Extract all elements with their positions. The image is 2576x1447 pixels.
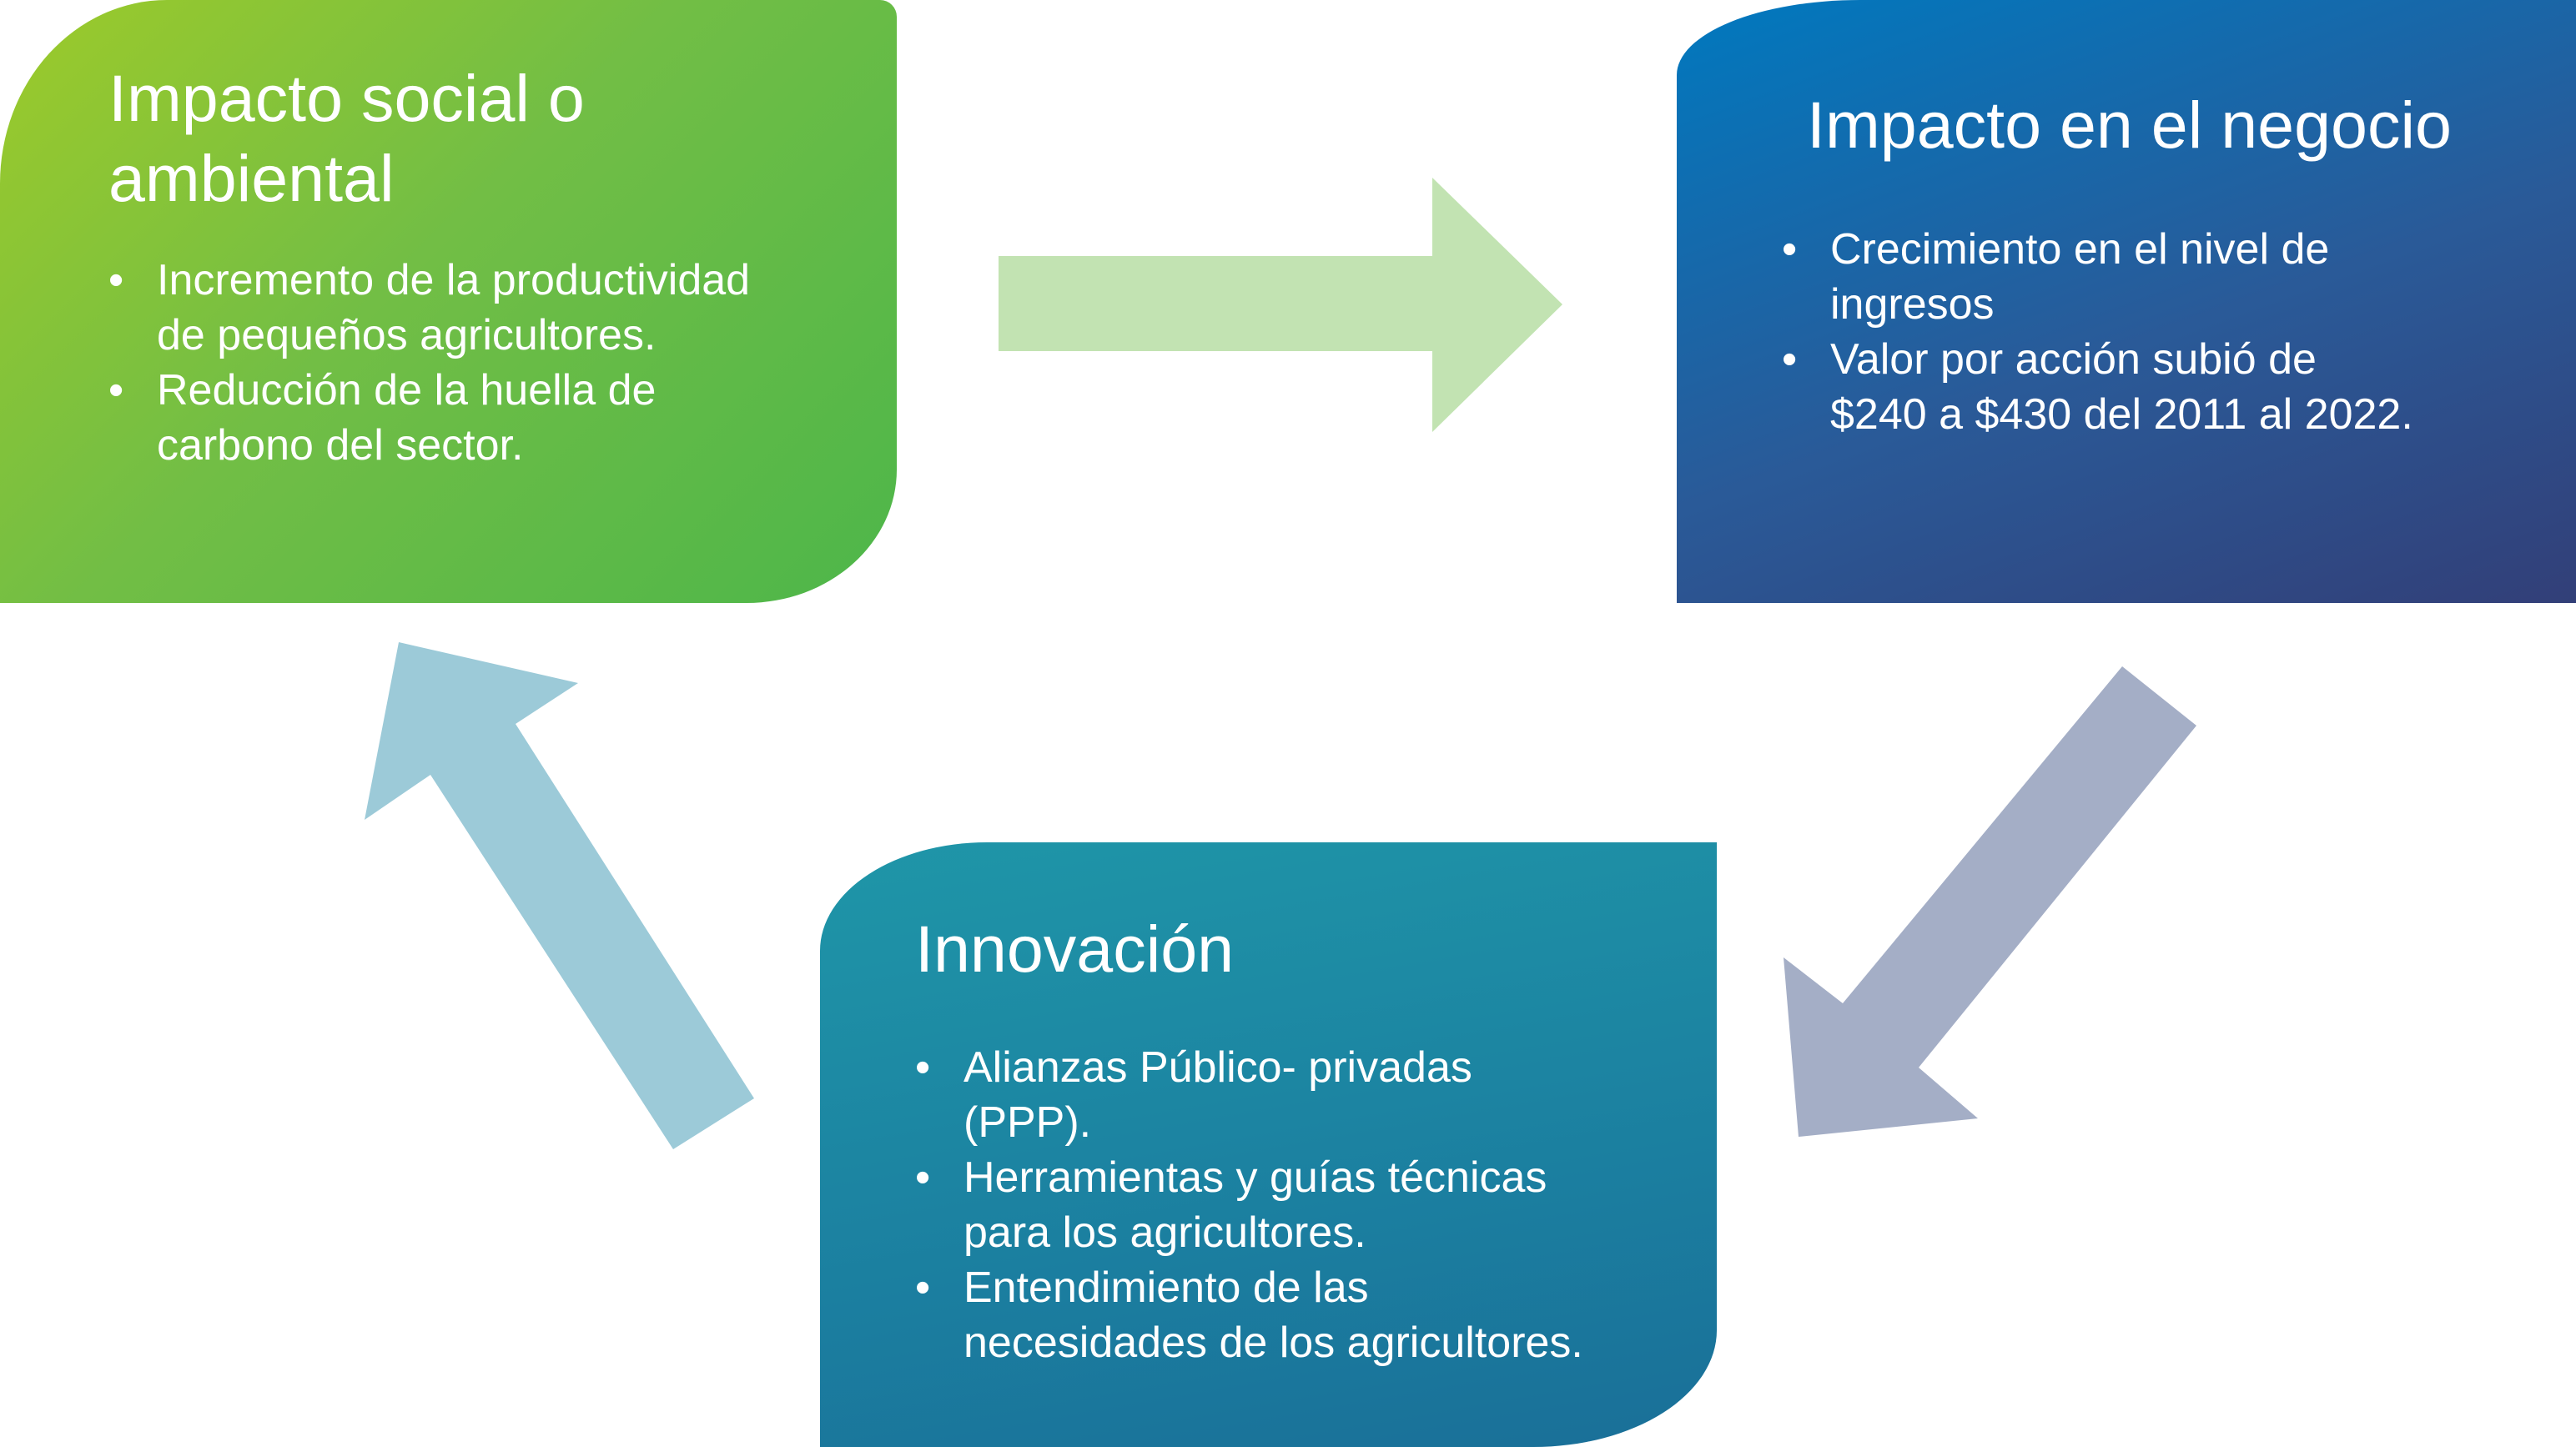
bullet-item: Valor por acción subió de$240 a $430 del… xyxy=(1782,332,2413,442)
title-line: ambiental xyxy=(108,141,395,215)
innovation-title: Innovación xyxy=(915,912,1235,986)
arrow-up-left-icon xyxy=(365,642,754,1149)
social-impact-title: Impacto social o ambiental xyxy=(108,58,585,219)
social-environmental-impact-box: Impacto social o ambiental Incremento de… xyxy=(0,0,897,603)
bullet-item: Alianzas Público- privadas(PPP). xyxy=(915,1040,1583,1150)
innovation-box: Innovación Alianzas Público- privadas(PP… xyxy=(820,842,1717,1447)
arrow-right-icon xyxy=(999,178,1562,432)
title-line: Impacto social o xyxy=(108,61,585,135)
business-impact-box: Impacto en el negocio Crecimiento en el … xyxy=(1677,0,2576,603)
innovation-bullets: Alianzas Público- privadas(PPP). Herrami… xyxy=(915,1040,1583,1370)
arrow-down-left-icon xyxy=(1784,666,2196,1137)
business-impact-title: Impacto en el negocio xyxy=(1807,88,2452,162)
